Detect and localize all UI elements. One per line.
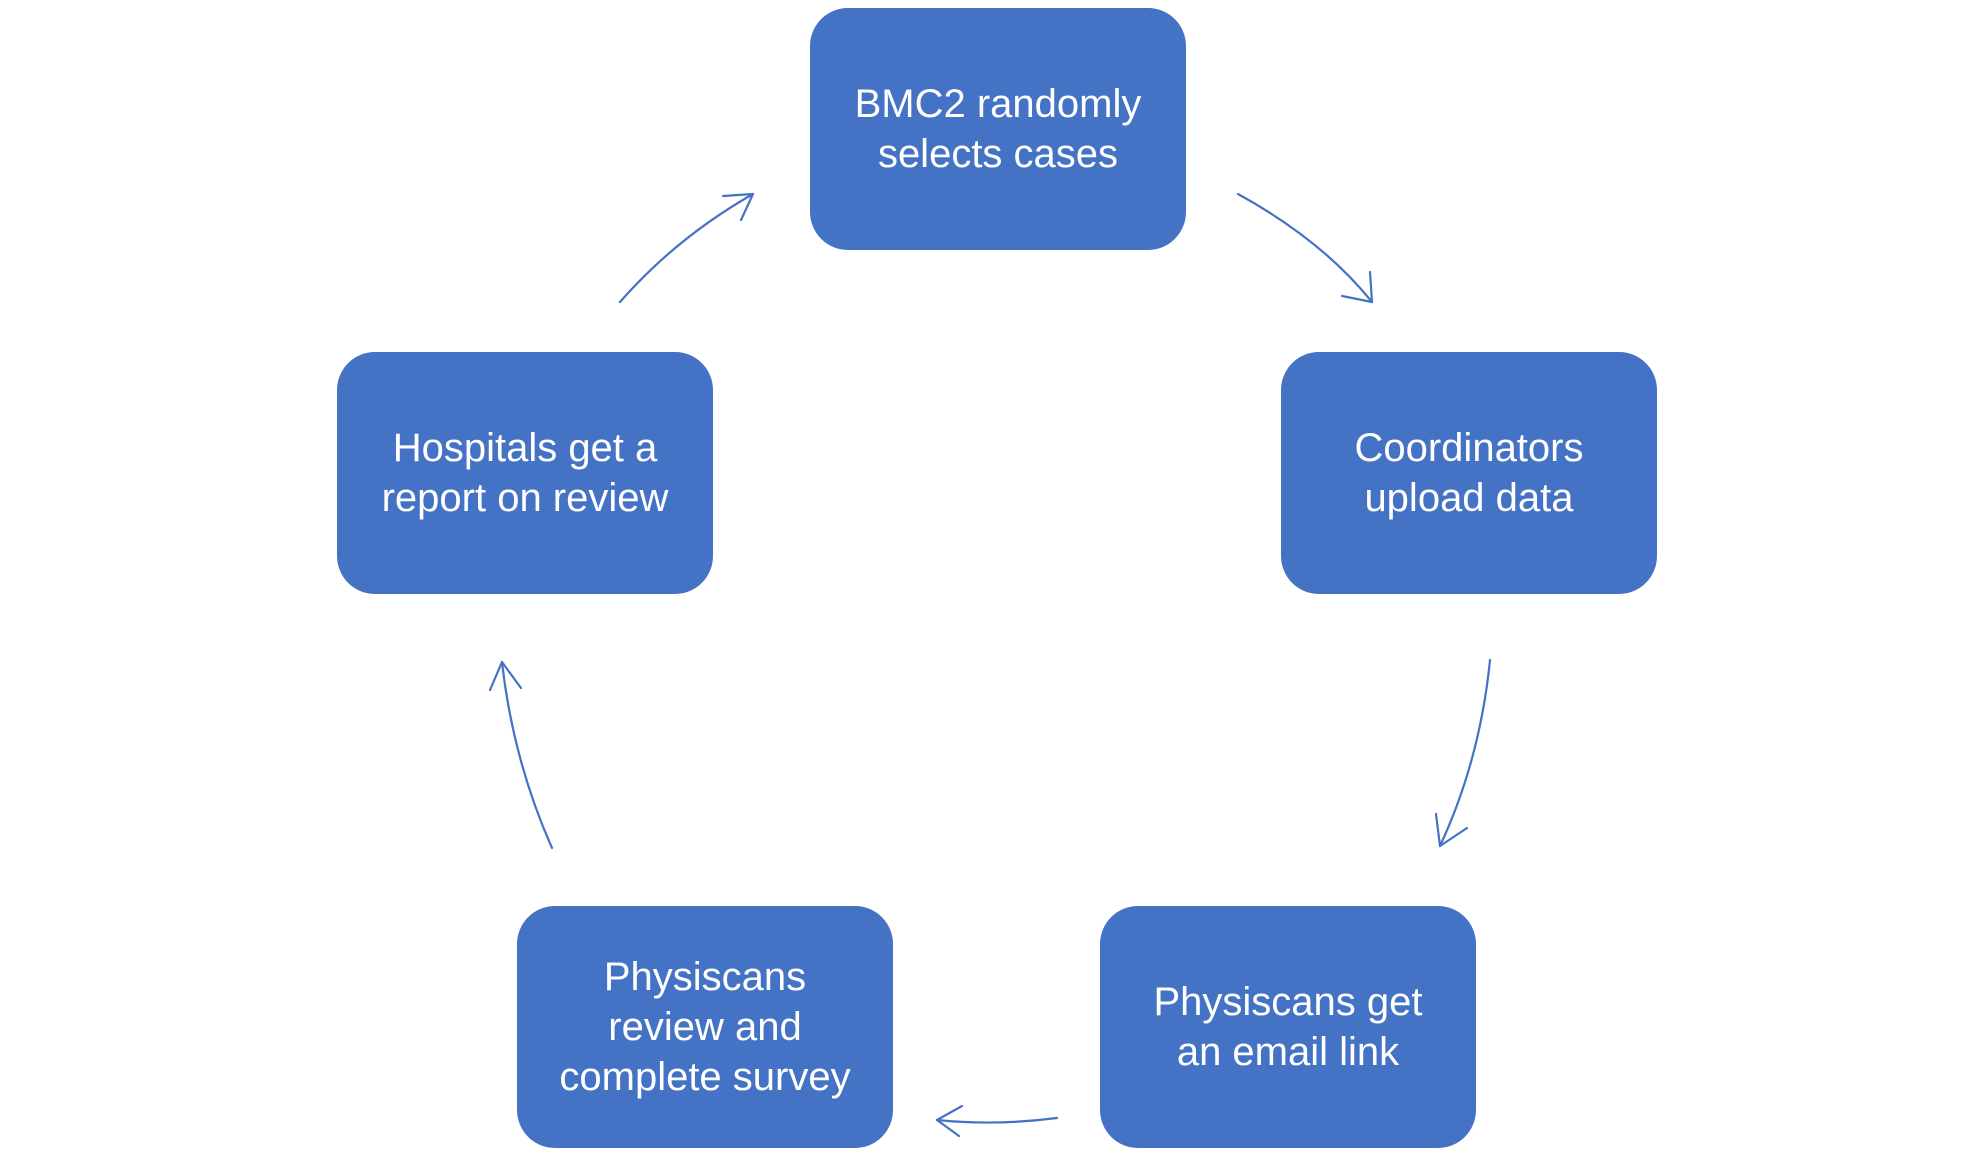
arrow-review-to-report — [488, 660, 554, 850]
step-email-link: Physiscans get an email link — [1100, 906, 1476, 1148]
arrow-upload-to-email — [1434, 658, 1492, 848]
step-hospital-report: Hospitals get a report on review — [337, 352, 713, 594]
step-label: BMC2 randomly selects cases — [854, 82, 1142, 176]
step-review-survey: Physiscans review and complete survey — [517, 906, 893, 1148]
step-random-case-selection: BMC2 randomly selects cases — [810, 8, 1186, 250]
arrow-select-to-upload — [1236, 192, 1374, 304]
step-label: Physiscans get an email link — [1153, 980, 1423, 1074]
arrow-email-to-review — [935, 1104, 1059, 1138]
step-label: Physiscans review and complete survey — [559, 955, 851, 1099]
step-label: Hospitals get a report on review — [381, 426, 669, 520]
arrow-report-to-select — [618, 192, 755, 304]
step-label: Coordinators upload data — [1354, 426, 1584, 520]
step-coordinators-upload: Coordinators upload data — [1281, 352, 1657, 594]
